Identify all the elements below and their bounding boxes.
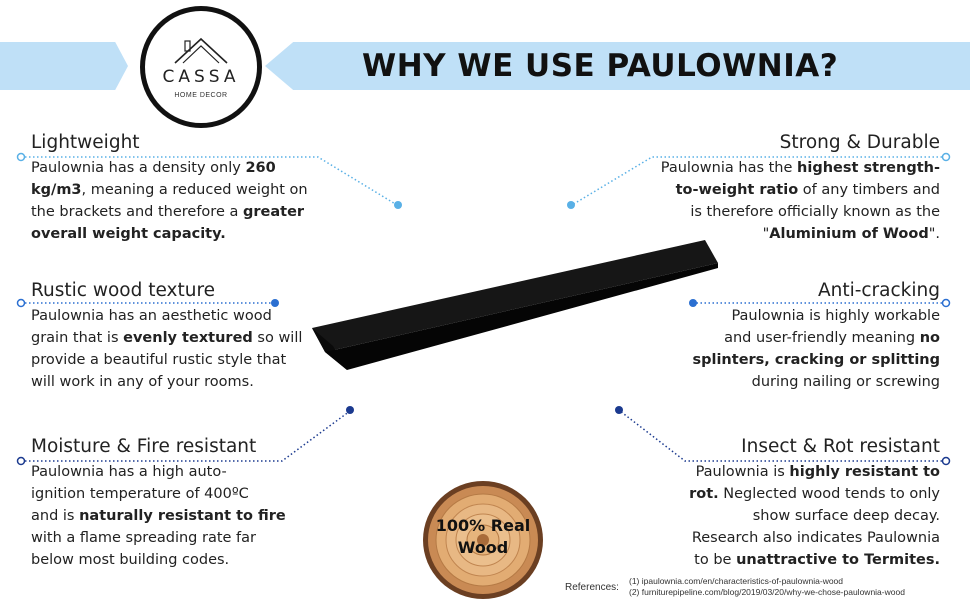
real-wood-badge-line2: Wood xyxy=(457,538,509,557)
references-label: References: xyxy=(565,582,619,593)
feature-title: Anti-cracking xyxy=(817,280,940,301)
emphasis-text: kg/m3 xyxy=(31,182,82,198)
feature-title: Rustic wood texture xyxy=(31,280,216,301)
emphasis-text: naturally resistant to fire xyxy=(79,508,286,524)
reference-item: (2) furniturepipeline.com/blog/2019/03/2… xyxy=(629,587,905,597)
emphasis-text: rot. xyxy=(689,486,719,502)
emphasis-text: 260 xyxy=(245,160,276,176)
emphasis-text: splinters, cracking or splitting xyxy=(692,352,940,368)
floating-shelf-image xyxy=(312,240,718,370)
emphasis-text: overall weight capacity. xyxy=(31,226,226,242)
wood-slice-image xyxy=(423,481,543,599)
emphasis-text: greater xyxy=(242,204,305,220)
feature-description: Paulownia has a high auto-ignition tempe… xyxy=(31,464,286,568)
emphasis-text: to-weight ratio xyxy=(675,182,799,198)
emphasis-text: highly resistant to xyxy=(789,464,940,480)
feature-insect-rot: Insect & Rot resistant Paulownia is high… xyxy=(640,435,940,571)
references: References: (1) ipaulownia.com/en/charac… xyxy=(565,576,970,600)
brand-logo: CASSA HOME DECOR xyxy=(140,6,262,128)
feature-strong-durable: Strong & Durable Paulownia has the highe… xyxy=(620,131,940,245)
banner-right-ribbon xyxy=(265,42,970,90)
feature-rustic-texture: Rustic wood texture Paulownia has an aes… xyxy=(31,279,331,393)
feature-title: Insect & Rot resistant xyxy=(741,436,940,457)
feature-moisture-fire: Moisture & Fire resistant Paulownia has … xyxy=(31,435,331,571)
banner-left-ribbon xyxy=(0,42,128,90)
feature-description: Paulownia has the highest strength-to-we… xyxy=(660,160,940,242)
page-title: WHY WE USE PAULOWNIA? xyxy=(362,48,839,84)
emphasis-text: evenly textured xyxy=(123,330,253,346)
feature-anti-cracking: Anti-cracking Paulownia is highly workab… xyxy=(640,279,940,393)
reference-item: (1) ipaulownia.com/en/characteristics-of… xyxy=(629,576,844,586)
real-wood-badge-line1: 100% Real xyxy=(435,516,531,535)
feature-title: Strong & Durable xyxy=(779,132,940,153)
feature-title: Moisture & Fire resistant xyxy=(31,436,257,457)
house-roof-icon xyxy=(174,37,228,64)
emphasis-text: highest strength- xyxy=(797,160,940,176)
emphasis-text: unattractive to Termites. xyxy=(736,552,940,568)
brand-tagline: HOME DECOR xyxy=(174,92,228,99)
feature-lightweight: Lightweight Paulownia has a density only… xyxy=(31,131,331,245)
feature-title: Lightweight xyxy=(31,132,140,153)
emphasis-text: Aluminium of Wood xyxy=(769,226,929,242)
real-wood-badge: 100% Real Wood xyxy=(427,515,539,559)
brand-name: CASSA xyxy=(162,67,240,87)
emphasis-text: no xyxy=(919,330,940,346)
